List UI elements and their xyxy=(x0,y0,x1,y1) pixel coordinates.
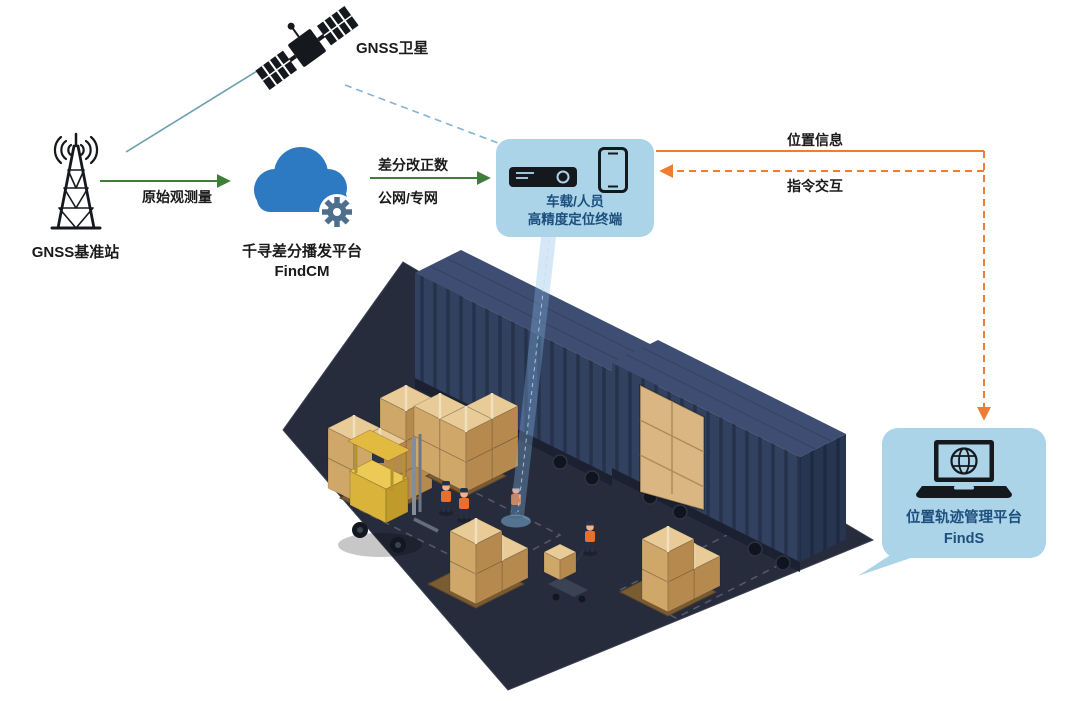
satellite-label: GNSS卫星 xyxy=(356,40,429,57)
gear-icon xyxy=(322,197,352,227)
link-satellite-to-terminal xyxy=(344,84,507,147)
command-interaction-label: 指令交互 xyxy=(787,178,843,194)
network-label: 公网/专网 xyxy=(378,190,438,206)
container-open xyxy=(612,340,846,572)
platform-panel: 位置轨迹管理平台 FindS xyxy=(882,428,1046,558)
warehouse-scene xyxy=(282,237,928,691)
globe-icon xyxy=(950,447,978,475)
terminal-caption-line2: 高精度定位终端 xyxy=(527,212,623,227)
link-satellite-to-base xyxy=(125,67,263,153)
pallet-boxes xyxy=(618,524,722,617)
forklift xyxy=(338,429,439,557)
pallet-jack xyxy=(543,543,588,603)
base-station-icon xyxy=(28,132,123,237)
cloud-gear-icon xyxy=(235,130,370,238)
cloud-platform-product: FindCM xyxy=(274,263,330,280)
laptop-globe-icon xyxy=(916,440,1012,498)
smartphone-icon xyxy=(598,147,628,193)
positioning-beam xyxy=(501,237,556,528)
vehicle-terminal-icon xyxy=(509,167,577,187)
raw-observation-label: 原始观测量 xyxy=(142,189,212,205)
terminal-caption: 车载/人员 高精度定位终端 xyxy=(496,193,654,229)
platform-caption-product: FindS xyxy=(943,531,985,547)
terminal-panel: 车载/人员 高精度定位终端 xyxy=(496,139,654,237)
diff-correction-label: 差分改正数 xyxy=(378,157,448,173)
cloud-platform-caption: 千寻差分播发平台 FindCM xyxy=(222,242,382,282)
position-info-label: 位置信息 xyxy=(787,132,843,148)
pallet-boxes xyxy=(426,516,530,609)
base-station-label: GNSS基准站 xyxy=(31,244,120,261)
terminal-caption-line1: 车载/人员 xyxy=(546,194,604,209)
platform-caption-name: 位置轨迹管理平台 xyxy=(906,510,1022,526)
platform-callout-tail xyxy=(858,552,928,576)
platform-caption: 位置轨迹管理平台 FindS xyxy=(882,508,1046,550)
satellite-icon xyxy=(250,3,365,93)
cloud-platform-name: 千寻差分播发平台 xyxy=(241,243,362,260)
